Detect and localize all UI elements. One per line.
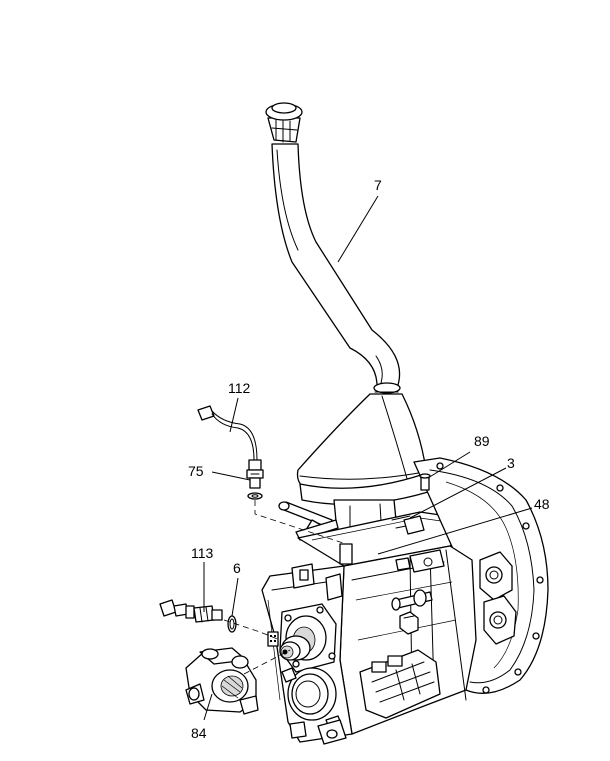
sensor-washer	[247, 492, 263, 500]
wiring-harness	[197, 405, 258, 461]
shift-tower	[278, 499, 475, 567]
callout-48: 48	[534, 496, 550, 512]
assembly-lines	[223, 500, 347, 675]
callout-89: 89	[474, 433, 490, 449]
callout-7: 7	[374, 177, 382, 193]
output-shaft	[279, 635, 311, 661]
shift-lever	[265, 102, 401, 394]
callout-113: 113	[191, 545, 214, 561]
leader-lines	[203, 195, 533, 721]
shift-boot	[296, 393, 429, 506]
callout-75: 75	[188, 463, 204, 479]
speed-sensor	[159, 599, 223, 623]
callout-112: 112	[228, 380, 251, 396]
side-bolt	[391, 589, 433, 611]
bell-housing-bolts	[436, 462, 544, 694]
bolt	[419, 473, 431, 491]
transmission-case	[261, 457, 549, 745]
lower-cover	[281, 667, 343, 731]
switch-sensor	[246, 459, 264, 489]
output-yoke	[185, 647, 259, 715]
shift-knob	[265, 102, 303, 143]
side-cover	[359, 649, 441, 719]
callout-6: 6	[233, 560, 241, 576]
callout-84: 84	[191, 725, 207, 741]
callout-3: 3	[507, 455, 515, 471]
callout-labels: 7 112 89 3 75 48 113 6 84	[188, 177, 550, 741]
